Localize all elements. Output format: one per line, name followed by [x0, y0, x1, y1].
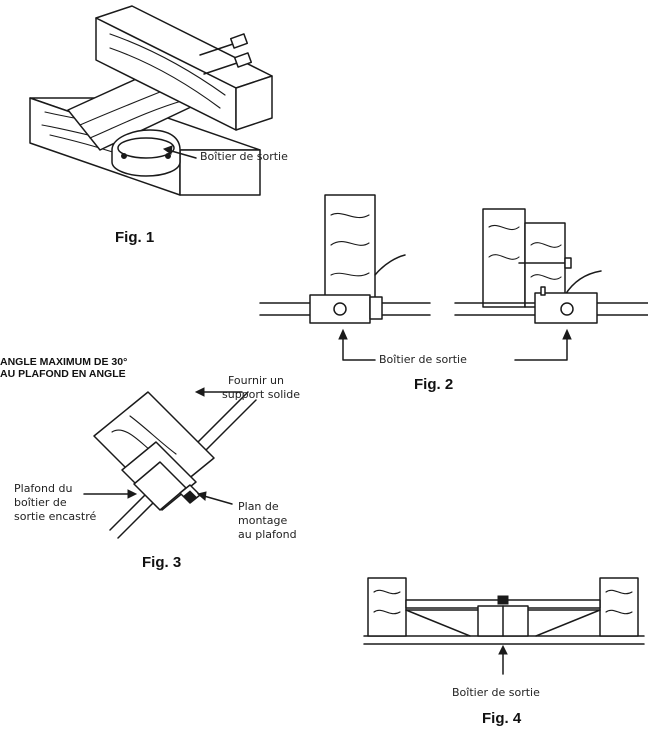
fig3-support-label-1: Fournir un	[228, 374, 284, 387]
fig3-caption: Fig. 3	[142, 554, 182, 571]
fig3-header-line2: AU PLAFOND EN ANGLE	[0, 368, 126, 380]
fig1-caption: Fig. 1	[115, 229, 155, 246]
fig3-ceiling-label-2: boîtier de	[14, 496, 67, 509]
figure-3-drawing	[83, 387, 257, 539]
fig3-support-label-2: support solide	[222, 388, 301, 401]
figure-1-drawing	[29, 5, 273, 196]
fig4-box-label: Boîtier de sortie	[452, 686, 540, 699]
figure-1: Boîtier de sortie Fig. 1	[0, 0, 320, 250]
fig2-box-label: Boîtier de sortie	[379, 353, 467, 366]
figure-2: Boîtier de sortie Fig. 2	[255, 185, 648, 400]
fig3-ceiling-label-3: sortie encastré	[14, 510, 97, 523]
screw-icon	[203, 52, 253, 75]
fig1-box-label: Boîtier de sortie	[200, 150, 288, 163]
fig3-plane-label-2: montage	[238, 514, 288, 527]
fig3-header-line1: ANGLE MAXIMUM DE 30°	[0, 356, 128, 368]
fig3-plane-label-3: au plafond	[238, 528, 297, 541]
fig3-plane-label-1: Plan de	[238, 500, 279, 513]
fig2-caption: Fig. 2	[414, 376, 454, 393]
figure-4-drawing	[363, 577, 645, 675]
fig4-caption: Fig. 4	[482, 710, 522, 727]
figure-3: ANGLE MAXIMUM DE 30° AU PLAFOND EN ANGLE…	[0, 350, 330, 580]
figure-2-drawing	[259, 194, 648, 361]
screw-icon	[199, 33, 249, 56]
figure-4: Boîtier de sortie Fig. 4	[360, 570, 648, 735]
fig3-ceiling-label-1: Plafond du	[14, 482, 73, 495]
